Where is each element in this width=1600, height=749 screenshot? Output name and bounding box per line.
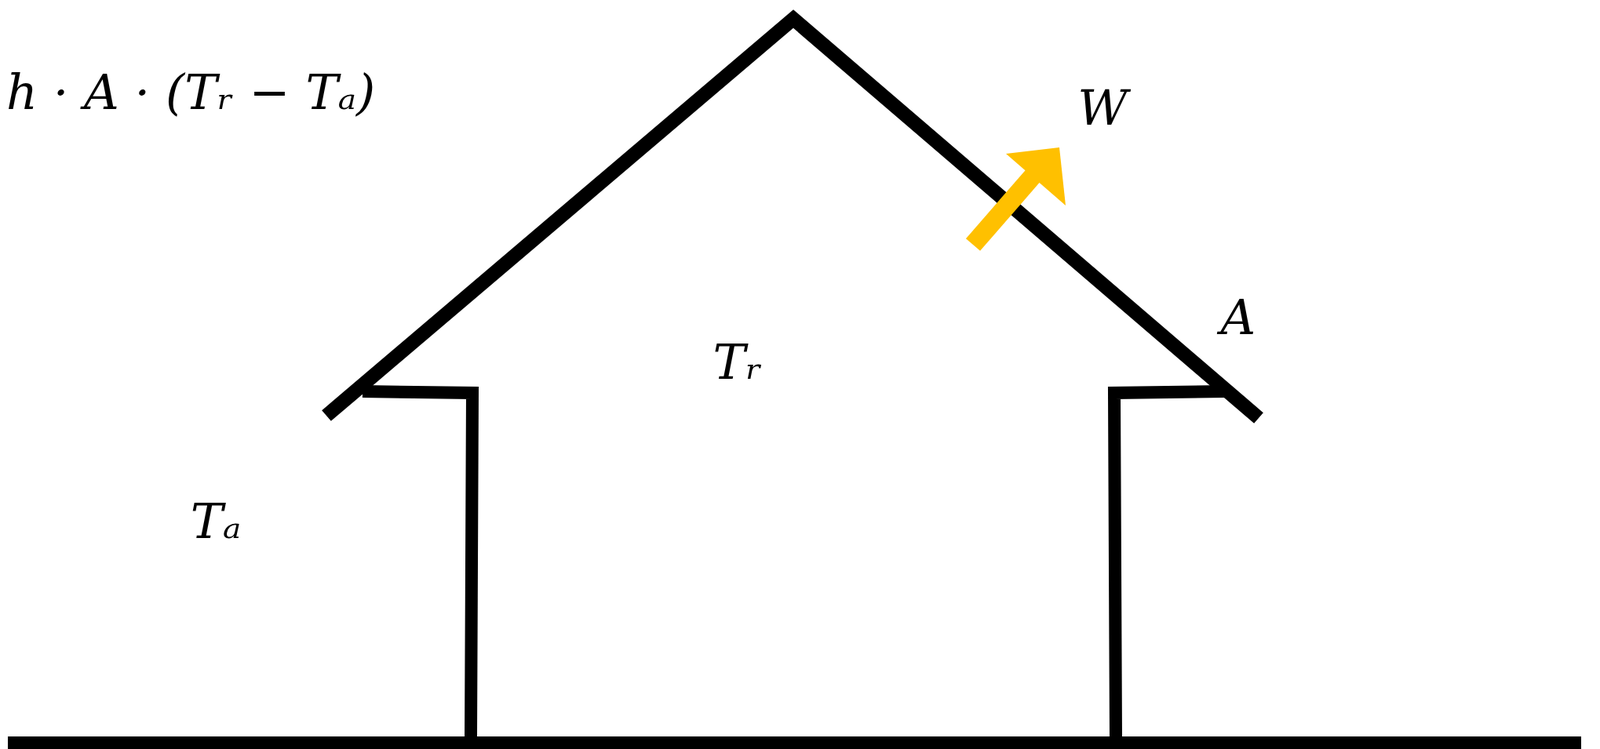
ground-line (7, 736, 1582, 749)
heat-loss-formula: h · A · (Tᵣ − Tₐ) (6, 63, 376, 122)
power-label: W (1077, 79, 1128, 138)
ambient-temperature: Tₐ (190, 492, 242, 551)
left-wall (362, 391, 473, 739)
area-label: A (1220, 288, 1257, 347)
room-temperature: Tᵣ (713, 333, 763, 392)
roof (326, 18, 1259, 419)
right-wall (1114, 391, 1225, 739)
heat-flow-arrow (973, 147, 1066, 245)
